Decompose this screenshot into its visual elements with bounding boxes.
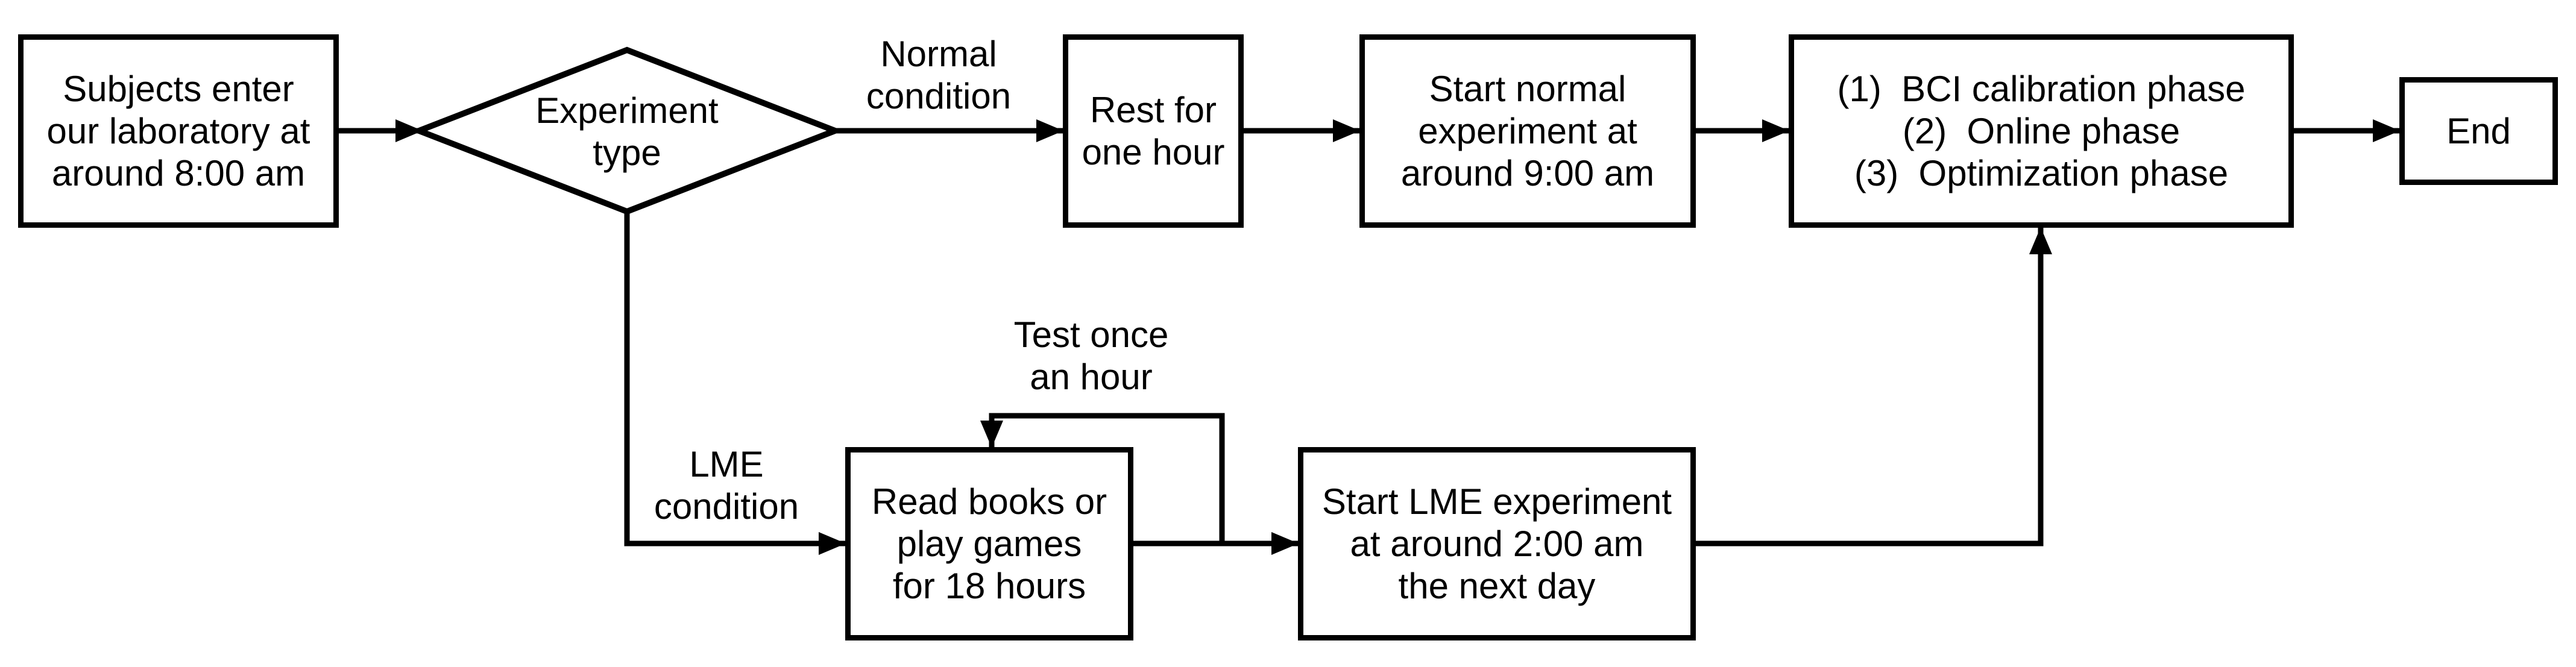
- edge-label-test-once-an-hour: Test once an hour: [1013, 315, 1169, 397]
- edge-decision-to-read-books: [624, 211, 846, 555]
- node-start-lme-experiment: Start LME experiment at around 2:00 am t…: [1298, 447, 1696, 640]
- node-rest-one-hour: Rest for one hour: [1063, 34, 1244, 228]
- node-start-normal-experiment: Start normal experiment at around 9:00 a…: [1359, 34, 1696, 228]
- node-read-books-play-games: Read books or play games for 18 hours: [845, 447, 1133, 640]
- node-subjects-enter: Subjects enter our laboratory at around …: [18, 34, 339, 228]
- decision-diamond-shape: [411, 46, 843, 215]
- node-experiment-type-label: Experiment type: [535, 90, 719, 173]
- edge-test-loop: [980, 413, 1225, 543]
- edge-label-normal-condition: Normal condition: [866, 34, 1012, 116]
- node-end: End: [2399, 77, 2558, 185]
- edge-start-lme-to-phases: [1696, 227, 2052, 546]
- edge-label-lme-condition: LME condition: [653, 444, 799, 527]
- node-experiment-phases: (1) BCI calibration phase (2) Online pha…: [1789, 34, 2294, 228]
